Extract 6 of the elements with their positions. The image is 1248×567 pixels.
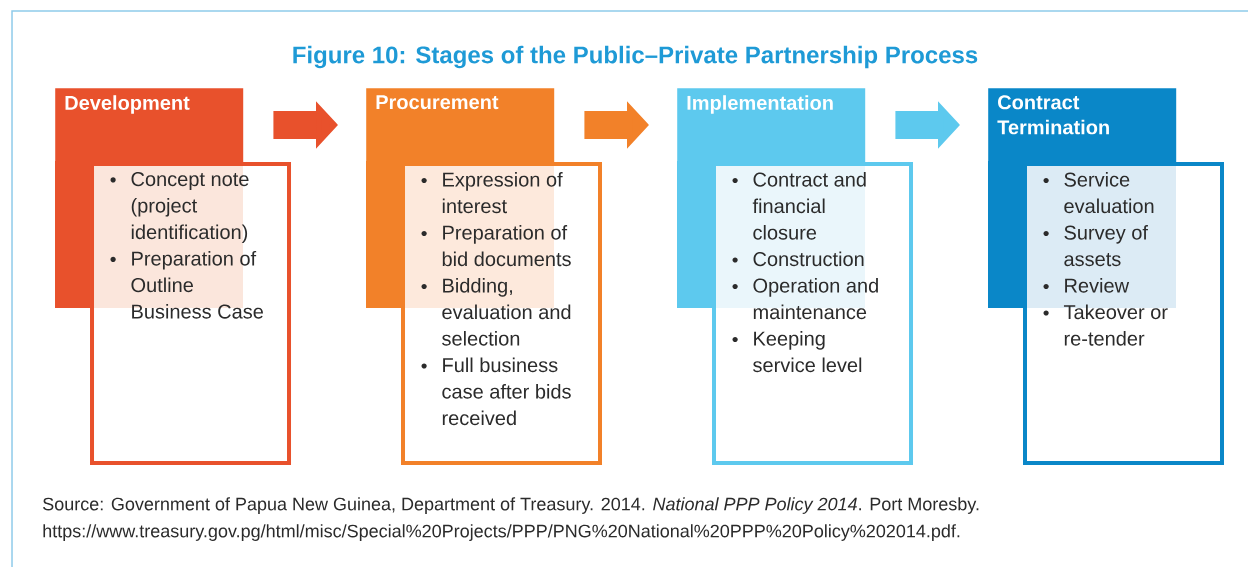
- list-box: Contract and financial closure Construction Operation and maintenance Keeping service level: [712, 162, 913, 465]
- list-box: Expression of interest Preparation of bid documents Bidding, evaluation and selection Full business case after bids received: [401, 162, 602, 465]
- source-note: Source: Government of Papua New Guinea, Department of Treasury. 2014. National PPP Policy 2014. Port Moresby. https://www.treasury.gov.pg/html/misc/Special%20Projects/PPP/PNG%20National%20PPP%20Policy%202014.pdf.: [43, 497, 979, 541]
- list-box: Concept note (project identification) Preparation of Outline Business Case: [90, 162, 291, 465]
- figure-title: Figure 10: Stages of the Public–Private Partnership Process: [293, 45, 978, 69]
- list-box: Service evaluation Survey of assets Review Takeover or re-tender: [1023, 162, 1224, 465]
